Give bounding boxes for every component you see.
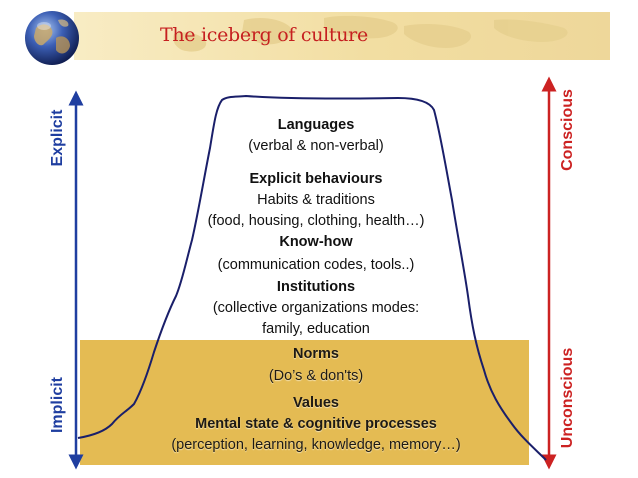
below-line-mental-state: Mental state & cognitive processes: [195, 416, 437, 432]
above-line-languages: Languages: [277, 117, 355, 133]
above-line-institutions-detail: (collective organizations modes:: [212, 300, 420, 316]
explicit-label: Explicit: [49, 109, 66, 167]
diagram-title: The iceberg of culture: [160, 24, 368, 46]
unconscious-label: Unconscious: [559, 347, 576, 449]
conscious-label: Conscious: [559, 89, 576, 171]
above-line-habits-detail: (food, housing, clothing, health…): [207, 213, 425, 229]
title-banner: [74, 12, 610, 60]
below-line-values: Values: [293, 395, 339, 411]
above-line-habits: Habits & traditions: [257, 192, 375, 208]
implicit-label: Implicit: [49, 376, 66, 434]
below-water-zone: [80, 340, 529, 465]
iceberg-outline: [77, 94, 547, 461]
above-line-institutions-detail-2: family, education: [262, 321, 370, 337]
globe-icon: [25, 11, 79, 65]
above-line-institutions: Institutions: [276, 279, 356, 295]
below-line-mental-state-detail: (perception, learning, knowledge, memory…: [171, 437, 461, 453]
below-line-norms: Norms: [293, 346, 339, 362]
above-line-explicit-behaviours: Explicit behaviours: [249, 171, 383, 187]
world-map-decoration: [173, 15, 568, 52]
above-line-languages-detail: (verbal & non-verbal): [248, 138, 384, 154]
above-line-know-how: Know-how: [279, 234, 353, 250]
below-line-norms-detail: (Do’s & don'ts): [268, 368, 364, 384]
above-line-know-how-detail: (communication codes, tools..): [217, 257, 415, 273]
